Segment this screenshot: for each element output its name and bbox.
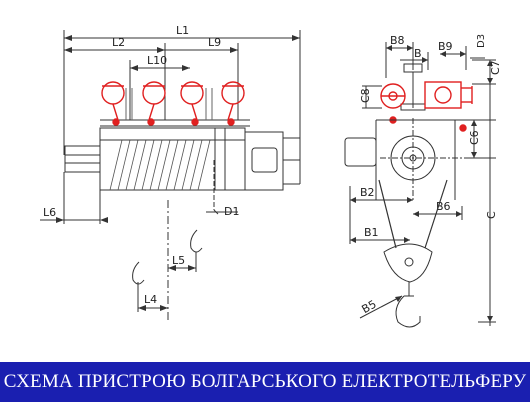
label-l2: L2 <box>112 36 125 49</box>
label-b2: B2 <box>360 186 375 199</box>
label-c: C <box>485 211 498 219</box>
label-l4: L4 <box>144 293 157 306</box>
label-b: B <box>414 47 422 60</box>
end-trolley-wheels <box>380 81 473 132</box>
hook-block <box>383 243 433 283</box>
label-l10: L10 <box>147 54 167 67</box>
side-view: L1 L2 L9 L10 <box>40 24 301 320</box>
hook <box>395 295 421 328</box>
caption-title: СХЕМА ПРИСТРОЮ БОЛГАРСЬКОГО ЕЛЕКТРОТЕЛЬФ… <box>3 371 527 392</box>
label-c8: C8 <box>359 88 372 103</box>
trolley-wheels <box>101 81 245 126</box>
motor <box>244 131 284 191</box>
label-l1: L1 <box>176 24 189 37</box>
label-d3: D3 <box>476 34 487 48</box>
end-view: B8 B B9 D3 C7 <box>344 34 502 328</box>
label-b1: B1 <box>364 226 379 239</box>
label-c7: C7 <box>489 60 502 75</box>
hoist-drum <box>99 127 246 191</box>
label-b8: B8 <box>390 34 405 47</box>
hoist-schematic: L1 L2 L9 L10 <box>40 24 502 328</box>
label-l5: L5 <box>172 254 185 267</box>
caption-bar: СХЕМА ПРИСТРОЮ БОЛГАРСЬКОГО ЕЛЕКТРОТЕЛЬФ… <box>0 360 530 402</box>
label-c6: C6 <box>468 130 481 145</box>
label-b9: B9 <box>438 40 453 53</box>
label-b5: B5 <box>360 298 379 317</box>
hook-left <box>132 261 145 285</box>
hook-right <box>190 229 203 253</box>
label-l9: L9 <box>208 36 221 49</box>
label-l6: L6 <box>43 206 56 219</box>
